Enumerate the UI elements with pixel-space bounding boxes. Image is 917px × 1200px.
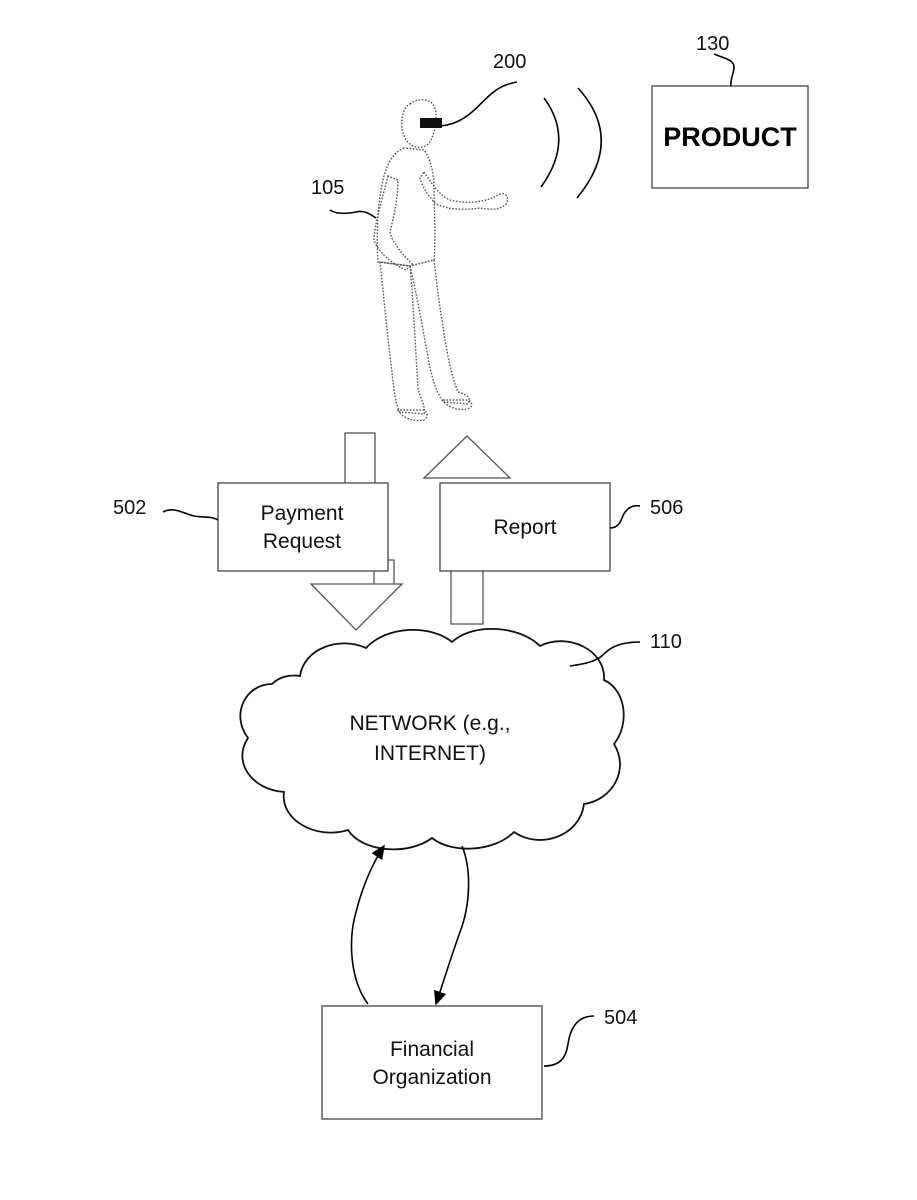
person-figure-icon [373,99,509,422]
product-box: PRODUCT [651,85,809,189]
financial-organization-box: Financial Organization [321,1005,543,1120]
payment-request-label-line2: Request [263,530,341,553]
financial-organization-label-line2: Organization [372,1066,491,1089]
payment-request-box: Payment Request [217,482,389,572]
financial-organization-label-line1: Financial [390,1038,474,1061]
network-label-line1: NETWORK (e.g., [349,712,510,735]
report-box: Report [439,482,611,572]
network-ref-leader [569,641,641,667]
financial-ref-label: 504 [604,1007,637,1029]
network-ref-label: 110 [650,631,682,653]
report-label: Report [493,516,556,539]
user-ref-leader [329,209,377,219]
payment-ref-label: 502 [113,497,146,519]
payment-request-label-line1: Payment [261,502,344,525]
payment-ref-leader [162,509,219,521]
product-label: PRODUCT [663,122,797,152]
financial-ref-leader [543,1015,595,1067]
wireless-signal-icon [540,87,603,199]
product-ref-leader [713,53,735,87]
user-ref-label: 105 [311,177,344,199]
product-ref-label: 130 [696,33,729,55]
arrow-financial-to-network [350,844,385,1005]
device-ref-label: 200 [493,51,526,73]
report-ref-leader [609,504,641,529]
network-label-line2: INTERNET) [374,742,486,765]
device-ref-leader [435,81,518,127]
head-mounted-display-icon [420,118,442,128]
report-ref-label: 506 [650,497,683,519]
arrow-network-to-financial [433,845,470,1006]
report-arrow [422,435,512,625]
cloud-icon [239,627,625,851]
